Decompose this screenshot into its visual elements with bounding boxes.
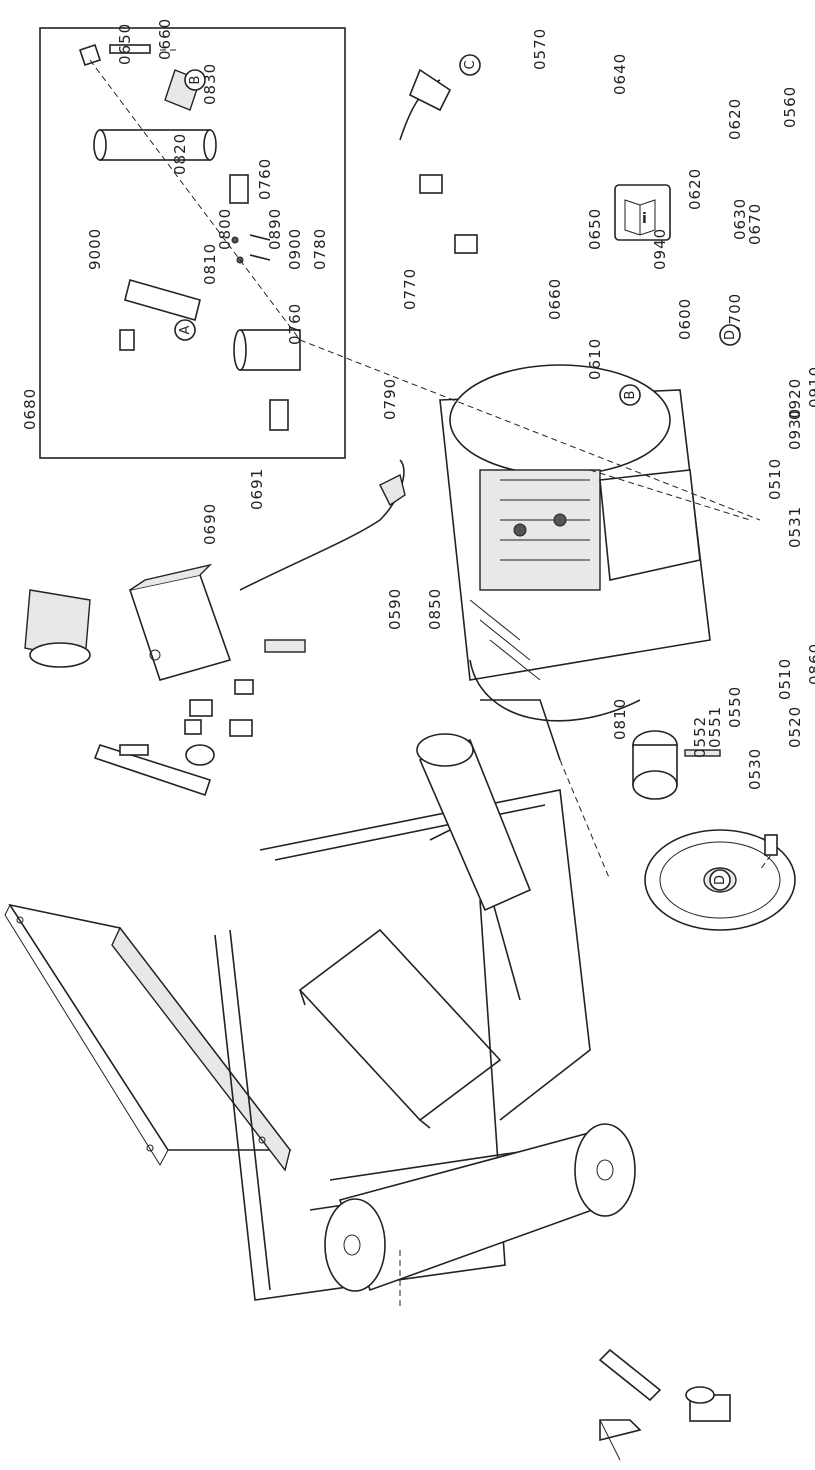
motor-compressor bbox=[439, 364, 711, 722]
callout-marker: B bbox=[619, 384, 641, 406]
part-label: 0610 bbox=[586, 338, 604, 380]
part-label: 0650 bbox=[116, 23, 134, 65]
part-label: 0650 bbox=[586, 208, 604, 250]
rubber-foot bbox=[632, 730, 721, 800]
svg-text:D: D bbox=[723, 330, 738, 340]
part-label: 0920 bbox=[786, 378, 804, 420]
axle-bolt bbox=[759, 834, 778, 871]
part-label: 0520 bbox=[786, 706, 804, 748]
assembly-lines bbox=[299, 339, 761, 1461]
svg-text:i: i bbox=[642, 211, 647, 227]
part-label: 0770 bbox=[401, 268, 419, 310]
callout-markers: AABBCCDDEE bbox=[174, 54, 741, 891]
part-label: 0810 bbox=[611, 698, 629, 740]
part-label: 0660 bbox=[546, 278, 564, 320]
inset-frame bbox=[39, 27, 346, 459]
part-label: 0800 bbox=[216, 208, 234, 250]
svg-text:C: C bbox=[463, 60, 478, 69]
part-label: 0830 bbox=[201, 63, 219, 105]
pressure-switch bbox=[128, 563, 232, 681]
part-label: 0531 bbox=[786, 506, 804, 548]
part-label: 0640 bbox=[611, 53, 629, 95]
fittings-left bbox=[119, 679, 254, 766]
part-label: 0660 bbox=[156, 18, 174, 60]
part-label: 0590 bbox=[386, 588, 404, 630]
callout-marker: A bbox=[174, 319, 196, 341]
part-label: 0620 bbox=[726, 98, 744, 140]
part-label: 0630 bbox=[731, 198, 749, 240]
part-label: 0760 bbox=[286, 303, 304, 345]
part-label: 0820 bbox=[171, 133, 189, 175]
part-label: 0510 bbox=[776, 658, 794, 700]
part-label: 0560 bbox=[781, 86, 799, 128]
svg-text:A: A bbox=[178, 325, 193, 334]
callout-marker: C bbox=[459, 54, 481, 76]
air-tank bbox=[324, 733, 636, 1292]
part-label: 0790 bbox=[381, 378, 399, 420]
handle-grip bbox=[24, 589, 91, 668]
callout-marker: D bbox=[719, 324, 741, 346]
svg-text:B: B bbox=[623, 391, 638, 400]
part-label: 0760 bbox=[256, 158, 274, 200]
svg-text:B: B bbox=[188, 76, 203, 85]
part-label: 0680 bbox=[21, 388, 39, 430]
manual-book-icon: i bbox=[614, 184, 671, 241]
part-label: 0810 bbox=[201, 243, 219, 285]
part-label: 0670 bbox=[746, 203, 764, 245]
part-label: 0690 bbox=[201, 503, 219, 545]
part-label: 0860 bbox=[806, 643, 815, 685]
callout-marker: D bbox=[709, 869, 731, 891]
part-label: 0910 bbox=[806, 366, 815, 408]
part-label: 0570 bbox=[531, 28, 549, 70]
part-label: 0691 bbox=[248, 468, 266, 510]
part-label: 0940 bbox=[651, 228, 669, 270]
power-cord bbox=[239, 459, 406, 591]
handle-bar bbox=[93, 744, 212, 797]
part-label: 0900 bbox=[286, 228, 304, 270]
part-label: 0930 bbox=[786, 408, 804, 450]
bottom-check-valve bbox=[598, 1348, 731, 1442]
part-label: 0890 bbox=[266, 208, 284, 250]
part-label: 0552 bbox=[691, 716, 709, 758]
callout-marker: B bbox=[184, 69, 206, 91]
shelf-plate bbox=[4, 903, 292, 1172]
hose-0680-top bbox=[399, 68, 478, 254]
part-label: 0780 bbox=[311, 228, 329, 270]
part-label: 0510 bbox=[766, 458, 784, 500]
part-label: 0850 bbox=[426, 588, 444, 630]
part-label: 0550 bbox=[726, 686, 744, 728]
part-label: 0620 bbox=[686, 168, 704, 210]
part-label: 0600 bbox=[676, 298, 694, 340]
tube-0600 bbox=[264, 639, 306, 653]
part-label: 9000 bbox=[86, 228, 104, 270]
svg-text:D: D bbox=[713, 875, 728, 885]
part-label: 0530 bbox=[746, 748, 764, 790]
part-label: 0551 bbox=[706, 706, 724, 748]
part-labels: 0500051005100510051005200530053105400550… bbox=[21, 18, 815, 790]
